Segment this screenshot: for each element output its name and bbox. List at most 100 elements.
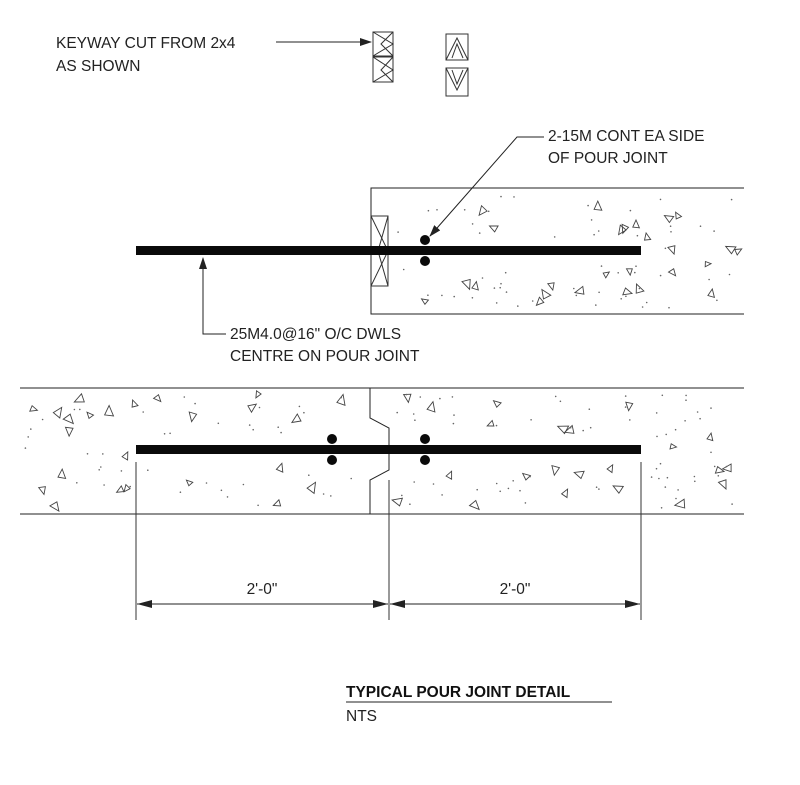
stipple-dot [664,247,667,250]
stipple-dot [665,433,667,436]
stipple-dot [573,287,575,290]
dimension-string: 2'-0" 2'-0" [135,462,642,620]
stipple-dot [487,210,490,213]
dowel-note-line1: 25M4.0@16" O/C DWLS [230,326,401,343]
stipple-dot [693,475,696,478]
stipple-dot [413,481,416,483]
aggregate-mark [541,288,552,300]
aggregate-mark [62,413,75,425]
stipple-dot [598,291,600,294]
aggregate-mark [445,470,453,480]
stipple-dot [638,287,641,290]
aggregate-mark [486,419,495,427]
keyway-note: KEYWAY CUT FROM 2x4 AS SHOWN [56,35,372,75]
stipple-dot [529,475,531,478]
aggregate-mark [255,389,262,399]
aggregate-mark [602,271,611,279]
detail-title-block: TYPICAL POUR JOINT DETAIL NTS [346,684,612,725]
rebar-note: 2-15M CONT EA SIDE OF POUR JOINT [429,128,704,237]
aggregate-mark [488,225,499,233]
aggregate-mark [29,404,39,412]
dim-label-right: 2'-0" [500,581,531,598]
stipple-dot [24,447,27,449]
stipple-dot [258,406,261,409]
stipple-dot [453,414,455,416]
stipple-dot [453,295,456,298]
lower-rebar-right-bottom [420,455,430,465]
stipple-dot [499,286,502,289]
stipple-dot [252,428,254,431]
stipple-dot [330,495,332,497]
aggregate-mark [247,403,258,414]
aggregate-mark [573,470,585,480]
stipple-dot [708,278,710,281]
stipple-dot [598,488,600,490]
stipple-dot [451,396,454,398]
stipple-dot [661,394,664,397]
aggregate-mark [635,282,645,294]
stipple-dot [730,198,733,201]
stipple-dot [280,431,282,434]
keyway-note-line2: AS SHOWN [56,58,140,75]
aggregate-mark [272,498,282,507]
stipple-dot [553,236,556,238]
stipple-dot [76,482,78,484]
aggregate-mark [306,481,317,495]
aggregate-mark [721,463,732,473]
stipple-dot [505,291,508,293]
stipple-dot [597,230,600,232]
stipple-dot [419,396,422,398]
aggregate-mark [707,287,716,299]
stipple-dot [481,277,484,279]
aggregate-mark [37,486,46,496]
stipple-dot [120,470,123,472]
upper-dowel-bar [136,246,641,255]
stipple-dot [641,306,644,308]
stipple-dot [629,419,631,421]
aggregate-mark [573,285,585,295]
stipple-dot [86,453,89,455]
stipple-dot [402,268,405,271]
aggregate-mark [706,432,714,442]
aggregate-mark [625,401,634,412]
aggregate-mark [468,499,480,511]
stipple-dot [427,294,429,297]
stipple-dot [303,411,305,414]
stipple-dot [664,486,667,488]
aggregate-mark [336,393,346,406]
stipple-dot [554,395,557,398]
stipple-dot [414,419,416,422]
aggregate-mark [152,393,162,403]
stipple-dot [495,482,498,485]
aggregate-mark [551,464,561,477]
keyway-symbol-right-bottom [445,67,469,97]
stipple-dot [660,507,663,509]
stipple-dot [668,306,670,309]
stipple-dot [163,433,166,435]
stipple-dot [493,287,496,289]
stipple-dot [194,402,196,405]
stipple-dot [340,396,343,399]
stipple-dot [41,418,44,421]
aggregate-mark [131,398,139,408]
stipple-dot [519,489,521,492]
stipple-dot [242,483,245,486]
stipple-dot [731,503,733,505]
upper-rebar-bottom [420,256,430,266]
stipple-dot [636,234,639,237]
stipple-dot [248,424,251,426]
stipple-dot [575,294,578,297]
aggregate-mark [275,462,284,473]
stipple-dot [699,417,701,420]
stipple-dot [226,496,229,498]
upper-rebar-top [420,235,430,245]
stipple-dot [717,475,720,477]
aggregate-mark [632,218,641,229]
aggregate-mark [535,296,545,307]
stipple-dot [625,295,627,298]
stipple-dot [677,489,679,491]
dim-label-left: 2'-0" [247,581,278,598]
aggregate-mark [593,199,603,211]
aggregate-mark [643,231,652,241]
